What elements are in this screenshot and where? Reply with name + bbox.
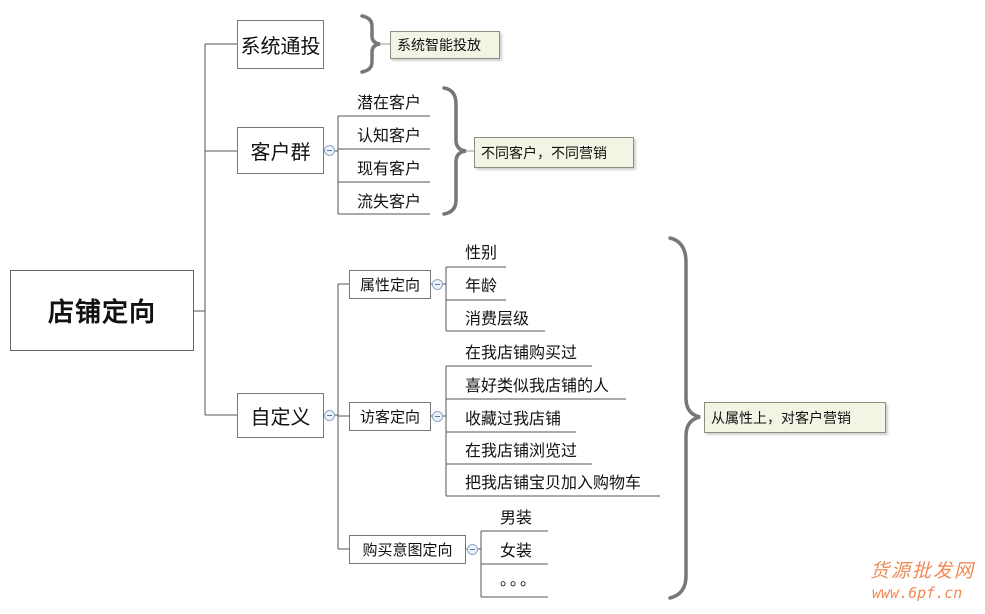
leaf-customer-1[interactable]: 认知客户	[357, 126, 422, 145]
node-attribute[interactable]: 属性定向	[349, 270, 431, 299]
node-custom-label: 自定义	[250, 405, 311, 429]
node-purchase-label: 购买意图定向	[362, 541, 453, 559]
watermark-url: www.6pf.cn	[872, 584, 963, 602]
root-label: 店铺定向	[47, 298, 156, 328]
leaf-attribute-1[interactable]: 年龄	[465, 276, 498, 295]
leaf-purchase-2[interactable]: 。。。	[500, 570, 539, 589]
brace-customer	[442, 86, 467, 216]
node-visitor[interactable]: 访客定向	[349, 402, 431, 431]
collapse-toggle-custom[interactable]	[324, 410, 335, 421]
leaf-visitor-1[interactable]: 喜好类似我店铺的人	[465, 376, 610, 395]
leaf-visitor-3[interactable]: 在我店铺浏览过	[465, 441, 578, 460]
node-customer-group[interactable]: 客户群	[237, 127, 324, 174]
note-custom-text: 从属性上，对客户营销	[711, 410, 851, 427]
node-visitor-label: 访客定向	[359, 408, 420, 426]
leaf-customer-0[interactable]: 潜在客户	[357, 93, 422, 112]
node-system-label: 系统通投	[240, 34, 321, 58]
collapse-toggle-attribute[interactable]	[432, 279, 443, 290]
node-purchase[interactable]: 购买意图定向	[349, 535, 466, 564]
node-system[interactable]: 系统通投	[237, 20, 324, 69]
node-customer-group-label: 客户群	[250, 140, 311, 164]
collapse-toggle-purchase[interactable]	[467, 544, 478, 555]
watermark-title: 货源批发网	[870, 560, 976, 582]
leaf-customer-2[interactable]: 现有客户	[357, 159, 422, 178]
collapse-toggle-visitor[interactable]	[432, 411, 443, 422]
node-custom[interactable]: 自定义	[237, 393, 324, 438]
leaf-attribute-2[interactable]: 消费层级	[465, 309, 530, 328]
note-system: 系统智能投放	[390, 31, 500, 59]
note-custom: 从属性上，对客户营销	[704, 402, 886, 433]
note-customer-group-text: 不同客户，不同营销	[481, 145, 607, 162]
leaf-customer-3[interactable]: 流失客户	[357, 192, 422, 211]
brace-custom	[668, 236, 701, 600]
note-customer-group: 不同客户，不同营销	[474, 137, 634, 168]
root-node[interactable]: 店铺定向	[10, 270, 194, 351]
collapse-toggle-customer-group[interactable]	[324, 145, 335, 156]
note-system-text: 系统智能投放	[397, 38, 481, 54]
node-attribute-label: 属性定向	[359, 276, 420, 294]
leaf-purchase-1[interactable]: 女装	[500, 541, 533, 560]
leaf-visitor-2[interactable]: 收藏过我店铺	[465, 409, 562, 428]
leaf-visitor-4[interactable]: 把我店铺宝贝加入购物车	[465, 473, 642, 492]
leaf-attribute-0[interactable]: 性别	[465, 243, 498, 262]
leaf-purchase-0[interactable]: 男装	[500, 508, 533, 527]
leaf-visitor-0[interactable]: 在我店铺购买过	[465, 343, 578, 362]
brace-system	[360, 14, 381, 74]
